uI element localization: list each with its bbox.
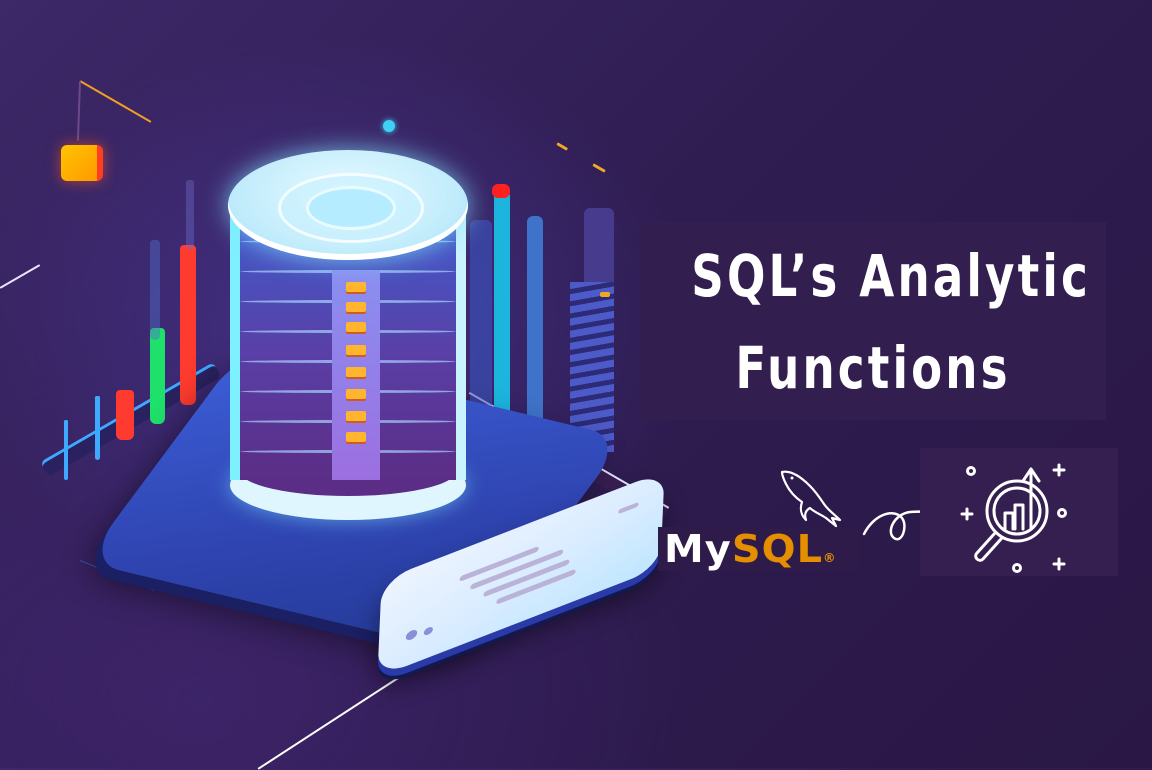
analytics-magnifier-chart-icon <box>960 463 1067 573</box>
phone-dot <box>405 628 418 642</box>
decor-dash-orange-1 <box>556 142 569 151</box>
analytics-icon-panel <box>920 448 1118 576</box>
title-line-2: Functions <box>735 334 1011 402</box>
left-chart-bar <box>150 328 165 424</box>
phone-speaker <box>618 501 639 515</box>
led-indicator-icon <box>346 322 366 332</box>
left-chart-bar <box>95 396 100 460</box>
led-indicator-icon <box>346 302 366 312</box>
cylinder-top-inner-ring <box>306 186 396 230</box>
left-chart-ghost-bar <box>150 240 160 340</box>
decor-line-orange-top <box>79 80 152 123</box>
decor-line-white-bottom <box>257 659 427 770</box>
right-chart-bar-cap <box>492 184 510 198</box>
mysql-dolphin-icon <box>780 470 842 528</box>
registered-mark: ® <box>823 551 837 565</box>
mysql-logo-prefix: My <box>664 527 732 571</box>
led-indicator-icon <box>346 432 366 442</box>
right-chart-bar <box>494 190 510 422</box>
right-chart-bar-ghost <box>470 220 492 410</box>
title-panel: SQL’s Analytic Functions <box>640 222 1106 420</box>
right-chart-striped-tower <box>570 282 614 452</box>
led-indicator-icon <box>346 367 366 377</box>
title-line-1: SQL’s Analytic <box>691 242 1091 310</box>
warning-lamp-icon <box>61 145 103 181</box>
led-indicator-icon <box>346 389 366 399</box>
phone-dot <box>423 625 434 637</box>
decor-line-white-left <box>0 264 41 289</box>
led-indicator-icon <box>346 411 366 421</box>
left-chart-bar <box>64 420 68 480</box>
decor-line-lamp-stem <box>76 80 81 141</box>
left-chart-ghost-bar <box>186 180 194 250</box>
led-indicator-icon <box>346 282 366 292</box>
left-chart-bar <box>180 245 196 405</box>
led-indicator-icon <box>346 345 366 355</box>
left-chart-bar <box>116 390 134 440</box>
decor-dash-orange-2 <box>592 163 606 173</box>
right-chart-orange-dot <box>600 292 610 297</box>
cyan-dot-icon <box>383 120 395 132</box>
cylinder-led-column <box>332 270 380 480</box>
mysql-logo-suffix: SQL <box>731 527 824 571</box>
right-chart-bar <box>527 216 543 438</box>
mysql-logo: MySQL® <box>658 527 858 571</box>
